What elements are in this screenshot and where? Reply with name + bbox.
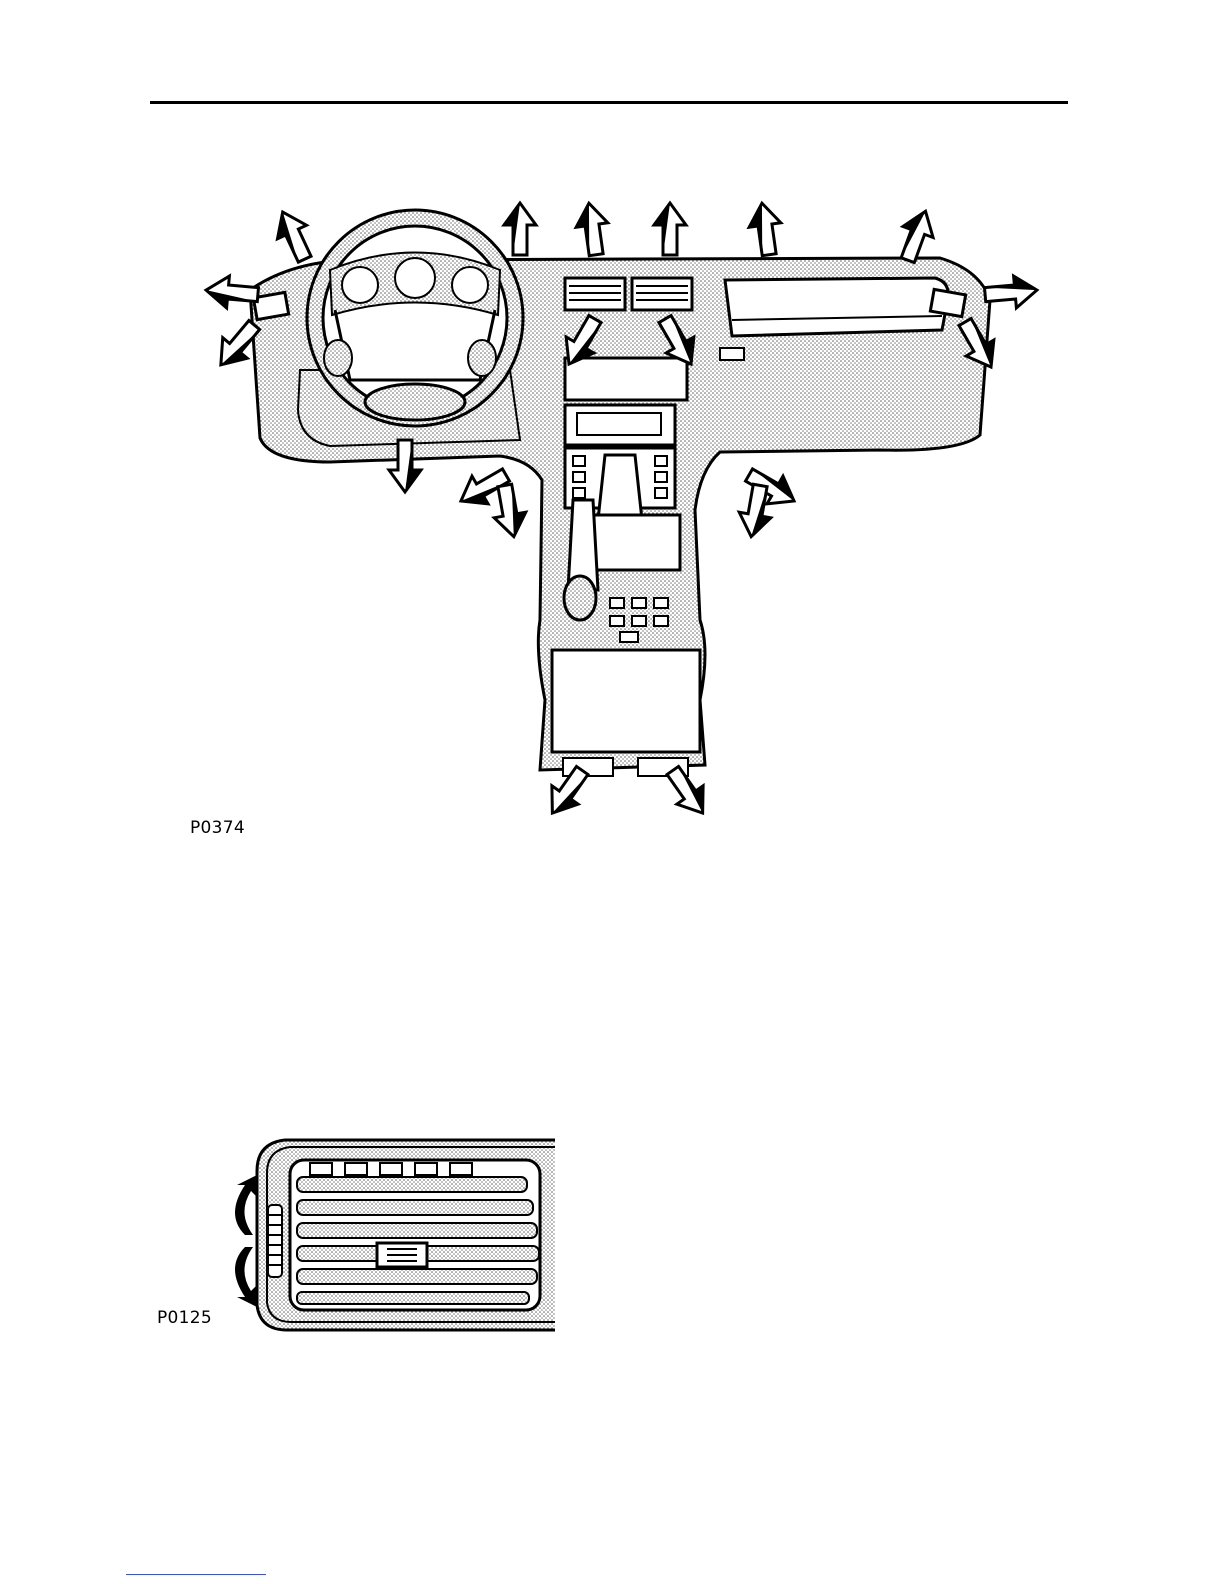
figure-caption-p0125: P0125: [157, 1308, 212, 1328]
air-vent-thumbwheel-illustration: [215, 1135, 560, 1335]
footer-rule: [126, 1574, 266, 1575]
figure-caption-p0374: P0374: [190, 818, 245, 838]
header-rule: [150, 101, 1068, 104]
steering-wheel: [307, 210, 523, 426]
vent-detail-figure: [215, 1135, 560, 1335]
dashboard-figure: [180, 180, 1060, 850]
dashboard-air-vents-illustration: [180, 180, 1060, 850]
